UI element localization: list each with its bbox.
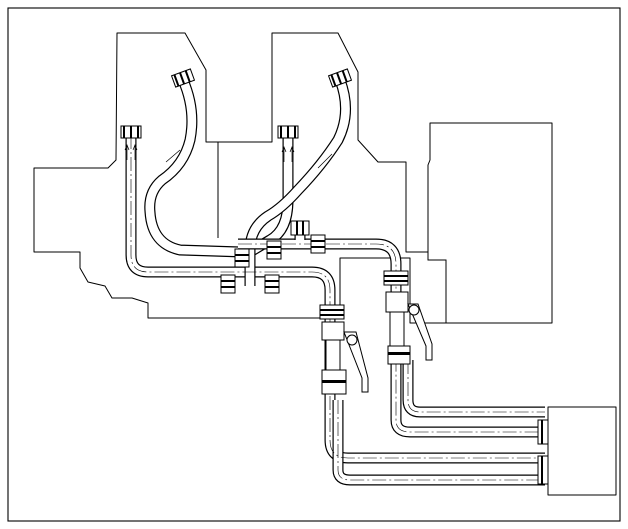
flow-arrows	[124, 144, 333, 169]
coupling-right-branch-top	[383, 270, 409, 286]
couplings	[120, 68, 549, 485]
coupling-top-left	[170, 68, 196, 88]
coupling-header-4	[310, 234, 326, 254]
pipe-runs	[125, 77, 545, 486]
valve-handle-middle	[343, 331, 369, 393]
coupling-left-vertical-top	[120, 125, 142, 139]
coupling-middle-branch-top	[319, 304, 345, 320]
pipe-run-right-lower	[402, 360, 545, 418]
valve-handle-right	[407, 303, 433, 361]
coupling-lower-2	[264, 274, 280, 294]
coupling-lower-1	[220, 274, 236, 294]
flow-arrow-icon	[165, 149, 181, 163]
coupling-box-1	[537, 419, 549, 445]
lower-right-connection-box	[547, 406, 617, 496]
coupling-header-2	[266, 240, 282, 260]
pipe-run-right-curved	[244, 78, 351, 286]
engine-block-outline	[33, 32, 447, 324]
right-auxiliary-box	[427, 122, 553, 324]
valve-middle	[321, 321, 369, 395]
drawing-frame	[7, 7, 621, 522]
flow-arrow-icon	[124, 144, 130, 160]
valve-right	[385, 291, 433, 365]
coupling-center-vertical-top	[277, 125, 299, 139]
flow-arrow-icon	[281, 146, 287, 162]
pipe-run-left-curved	[144, 77, 243, 258]
flow-arrow-icon	[132, 144, 138, 160]
coupling-header-1	[234, 248, 250, 268]
coupling-box-2	[537, 455, 549, 485]
flow-arrow-icon	[289, 146, 295, 162]
flow-arrow-icon	[317, 153, 333, 169]
coupling-top-right	[327, 68, 353, 88]
coupling-header-3	[290, 220, 310, 236]
